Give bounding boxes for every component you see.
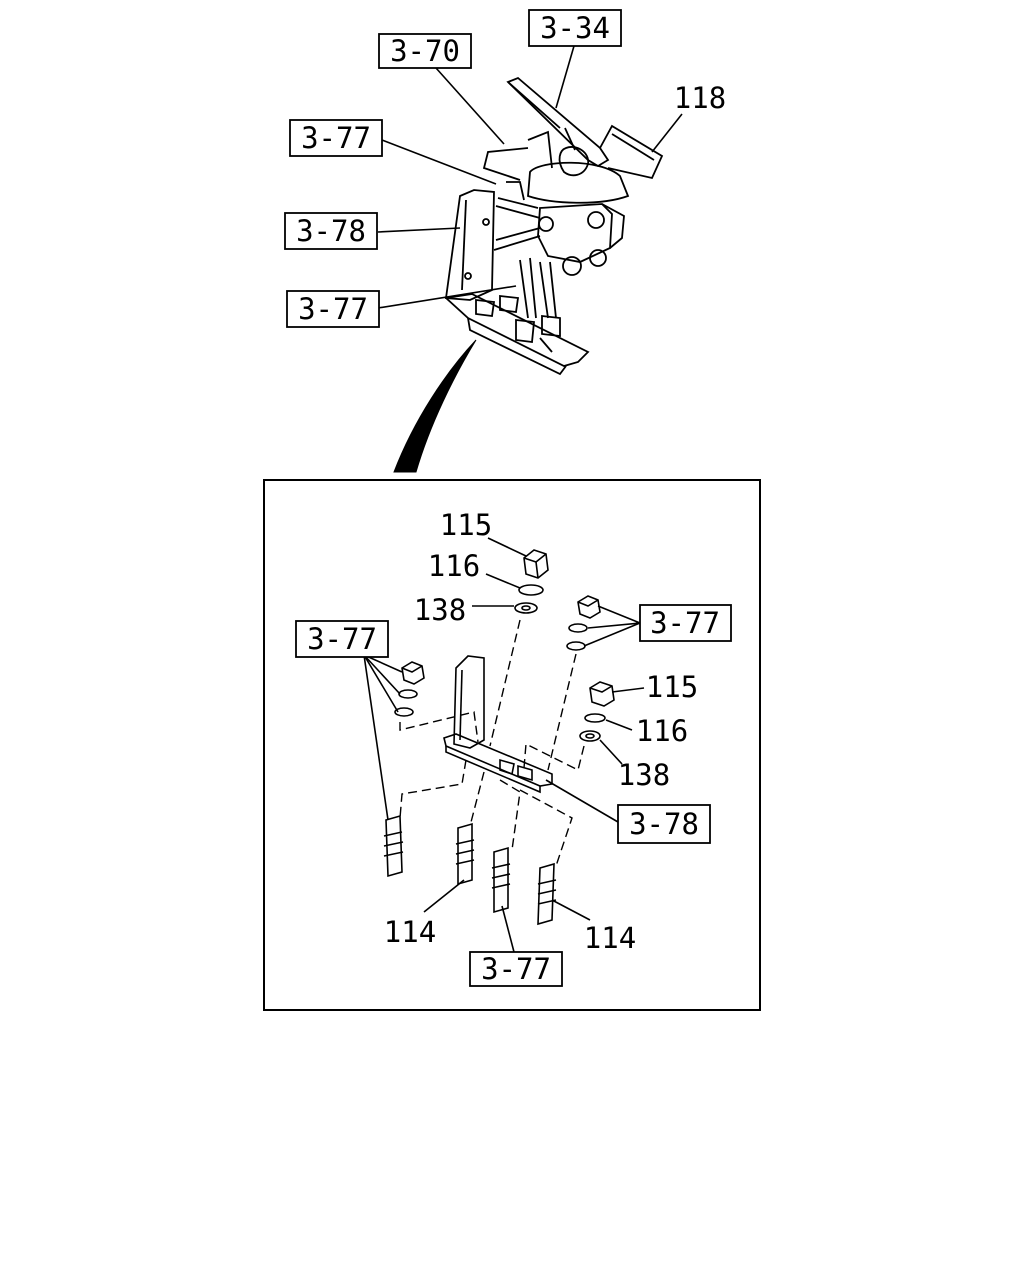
part-number-116: 116 bbox=[428, 549, 480, 583]
ref-label-3-77: 3-77 bbox=[307, 622, 377, 656]
ref-label-3-78: 3-78 bbox=[629, 807, 699, 841]
part-number-114: 114 bbox=[584, 921, 636, 955]
part-number-138: 138 bbox=[618, 758, 670, 792]
part-number-138: 138 bbox=[414, 593, 466, 627]
dashed-guide-lines bbox=[399, 619, 585, 867]
part-number-116: 116 bbox=[636, 714, 688, 748]
ref-label-3-78: 3-78 bbox=[296, 214, 366, 248]
ref-label-3-77: 3-77 bbox=[301, 121, 371, 155]
ref-label-3-77: 3-77 bbox=[298, 292, 368, 326]
detail-label-boxes bbox=[295, 604, 732, 987]
upper-label-boxes bbox=[284, 9, 622, 328]
ref-label-3-70: 3-70 bbox=[390, 34, 460, 68]
ref-label-3-77: 3-77 bbox=[650, 606, 720, 640]
ref-label-3-77: 3-77 bbox=[481, 952, 551, 986]
upper-assembly bbox=[443, 76, 664, 376]
detail-frame bbox=[263, 479, 761, 1011]
part-number-118: 118 bbox=[674, 81, 726, 115]
detail-leader-lines bbox=[363, 537, 645, 953]
part-number-114: 114 bbox=[384, 915, 436, 949]
detail-pointer-arrow bbox=[393, 339, 477, 473]
part-number-115: 115 bbox=[646, 670, 698, 704]
ref-label-3-34: 3-34 bbox=[540, 11, 610, 45]
part-number-115: 115 bbox=[440, 508, 492, 542]
upper-leader-lines bbox=[377, 45, 683, 309]
